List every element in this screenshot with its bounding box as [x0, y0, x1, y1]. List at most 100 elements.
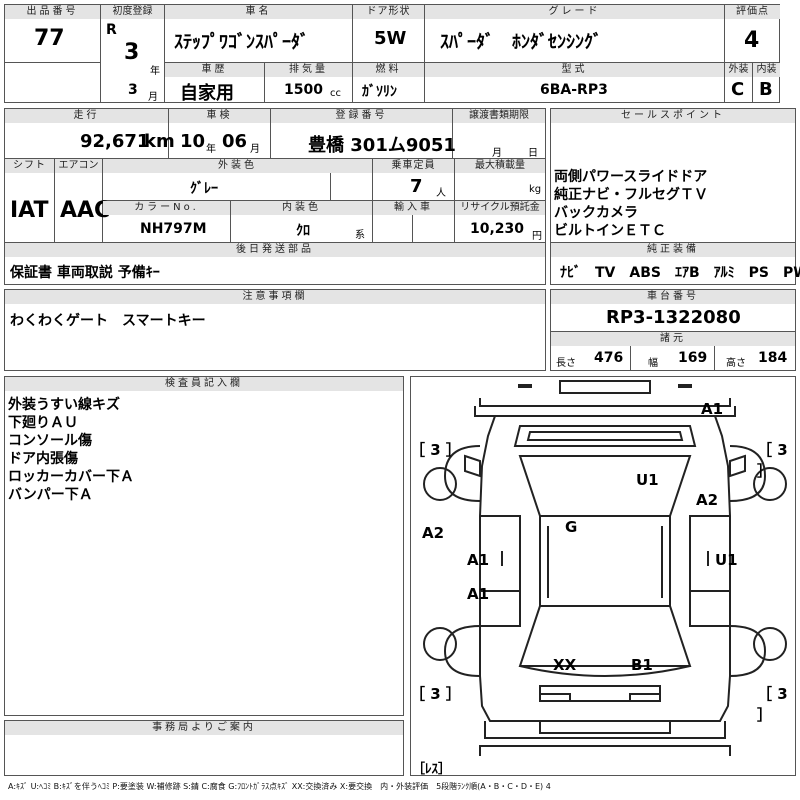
- car-name: ｽﾃｯﾌﾟﾜｺﾞﾝｽﾊﾟｰﾀﾞ: [174, 32, 309, 53]
- spare-tire: ［ﾚｽ］: [412, 762, 452, 777]
- first-reg-year-unit: 年: [150, 66, 160, 77]
- score-label: 評価点: [725, 5, 780, 19]
- color-no-label: カラーNo.: [103, 201, 230, 215]
- exterior-label: 外装: [725, 63, 752, 77]
- color-no-value: NH797M: [140, 221, 207, 237]
- inspection-label: 車検: [169, 109, 270, 123]
- height-label: 高さ: [726, 358, 746, 369]
- lot-label: 出品番号: [5, 5, 100, 19]
- mileage-label: 走行: [5, 109, 168, 123]
- grade-value: ｽﾊﾟｰﾀﾞ ﾎﾝﾀﾞｾﾝｼﾝｸﾞ: [440, 32, 602, 53]
- max-load-unit: kg: [529, 184, 542, 195]
- office-label: 事務局よりご案内: [5, 721, 403, 735]
- first-reg-era: R: [106, 22, 117, 38]
- history-label: 車歴: [165, 63, 264, 77]
- chassis-value: RP3-1322080: [606, 307, 741, 328]
- score-value: 4: [744, 28, 760, 53]
- inspection-year-unit: 年: [206, 144, 216, 155]
- shift-label: シフト: [5, 159, 54, 173]
- transfer-doc-label: 譲渡書類期限: [453, 109, 545, 123]
- sales-point-line-4: ビルトインＥＴＣ: [554, 223, 666, 239]
- length-label: 長さ: [556, 358, 576, 369]
- inspection-month: 06: [222, 131, 248, 152]
- length-value: 476: [594, 350, 624, 366]
- mark-a1-front: A1: [701, 400, 724, 418]
- notes-value: わくわくゲート スマートキー: [10, 313, 206, 329]
- inspector-line-1: 外装うすい線キズ: [8, 397, 120, 413]
- equipment-label: 純正装備: [551, 243, 795, 257]
- aircon-value: AAC: [60, 198, 111, 223]
- door-label: ドア形状: [353, 5, 424, 19]
- equipment-value: ﾅﾋﾞ TV ABS ｴｱB ｱﾙﾐ PS PW: [560, 265, 800, 281]
- inspector-line-4: ドア内張傷: [8, 451, 78, 467]
- aircon-label: エアコン: [55, 159, 102, 173]
- mark-a1-left-rear: A1: [467, 585, 490, 603]
- fuel-label: 燃料: [353, 63, 424, 77]
- car-name-label: 車名: [165, 5, 352, 19]
- shift-value: IAT: [10, 198, 49, 223]
- import-label: 輸入車: [373, 201, 454, 215]
- notes-section: [4, 289, 546, 371]
- mark-u1-right: U1: [715, 551, 738, 569]
- tire-rear-right: ［ 3 ］: [757, 685, 788, 724]
- inspection-year: 10: [180, 131, 206, 152]
- inspector-section: [4, 376, 404, 716]
- mark-g-glass: G: [565, 518, 578, 536]
- displacement-label: 排気量: [265, 63, 352, 77]
- specs-label: 諸元: [551, 332, 795, 346]
- chassis-label: 車台番号: [551, 290, 795, 304]
- model-label: 型式: [425, 63, 724, 77]
- inspector-line-2: 下廻りＡＵ: [8, 415, 78, 431]
- car-outline-diagram: [423, 380, 787, 756]
- notes-label: 注意事項欄: [5, 290, 545, 304]
- sales-point-section: [550, 108, 796, 285]
- inspection-month-unit: 月: [250, 144, 260, 155]
- later-parts-label: 後日発送部品: [5, 243, 545, 257]
- first-reg-year: 3: [124, 40, 140, 65]
- first-reg-month-unit: 月: [148, 92, 158, 103]
- history-value: 自家用: [180, 83, 234, 104]
- inspector-line-5: ロッカーカバー下Ａ: [8, 469, 134, 485]
- inspector-line-3: コンソール傷: [8, 433, 92, 449]
- height-value: 184: [758, 350, 788, 366]
- recycle-unit: 円: [532, 231, 542, 242]
- sales-point-line-2: 純正ナビ・フルセグＴＶ: [554, 187, 708, 203]
- int-color-unit: 系: [355, 230, 365, 241]
- mileage-value: 92,671: [80, 131, 150, 152]
- first-reg-label: 初度登録: [101, 5, 164, 19]
- details-section: [4, 108, 546, 285]
- chassis-section: [550, 289, 796, 371]
- int-color-label: 内装色: [231, 201, 372, 215]
- grade-label: グレード: [425, 5, 724, 19]
- mark-u1-roof: U1: [636, 471, 659, 489]
- tire-rear-left: ［ 3 ］: [410, 685, 461, 703]
- interior-grade: B: [759, 79, 773, 100]
- mark-a2-left: A2: [422, 524, 445, 542]
- lot-number: 77: [34, 26, 65, 51]
- tire-front-left: ［ 3 ］: [410, 441, 461, 459]
- ext-color-label: 外装色: [103, 159, 372, 173]
- displacement-unit: cc: [330, 88, 341, 99]
- model-value: 6BA-RP3: [540, 82, 608, 98]
- max-load-label: 最大積載量: [455, 159, 545, 173]
- int-color-value: ｸﾛ: [296, 223, 310, 239]
- reg-number-label: 登録番号: [271, 109, 452, 123]
- header-section: [4, 4, 780, 103]
- recycle-value: 10,230: [470, 221, 525, 237]
- ext-color-value: ｸﾞﾚｰ: [190, 181, 218, 197]
- tire-front-right: ［ 3 ］: [757, 441, 788, 480]
- displacement-value: 1500: [284, 82, 323, 98]
- interior-label: 内装: [753, 63, 780, 77]
- recycle-label: リサイクル預託金: [455, 201, 545, 215]
- mark-b1-rear: B1: [631, 656, 653, 674]
- reg-number-value: 豊橋 301ム9051: [308, 135, 456, 156]
- first-reg-month: 3: [128, 82, 138, 98]
- fuel-value: ｶﾞｿﾘﾝ: [362, 84, 397, 100]
- inspector-label: 検査員記入欄: [5, 377, 403, 391]
- capacity-value: 7: [410, 176, 423, 197]
- mark-xx-rear: XX: [553, 656, 577, 674]
- car-diagram: [410, 376, 796, 776]
- width-label: 幅: [648, 358, 658, 369]
- width-value: 169: [678, 350, 708, 366]
- exterior-grade: C: [731, 79, 745, 100]
